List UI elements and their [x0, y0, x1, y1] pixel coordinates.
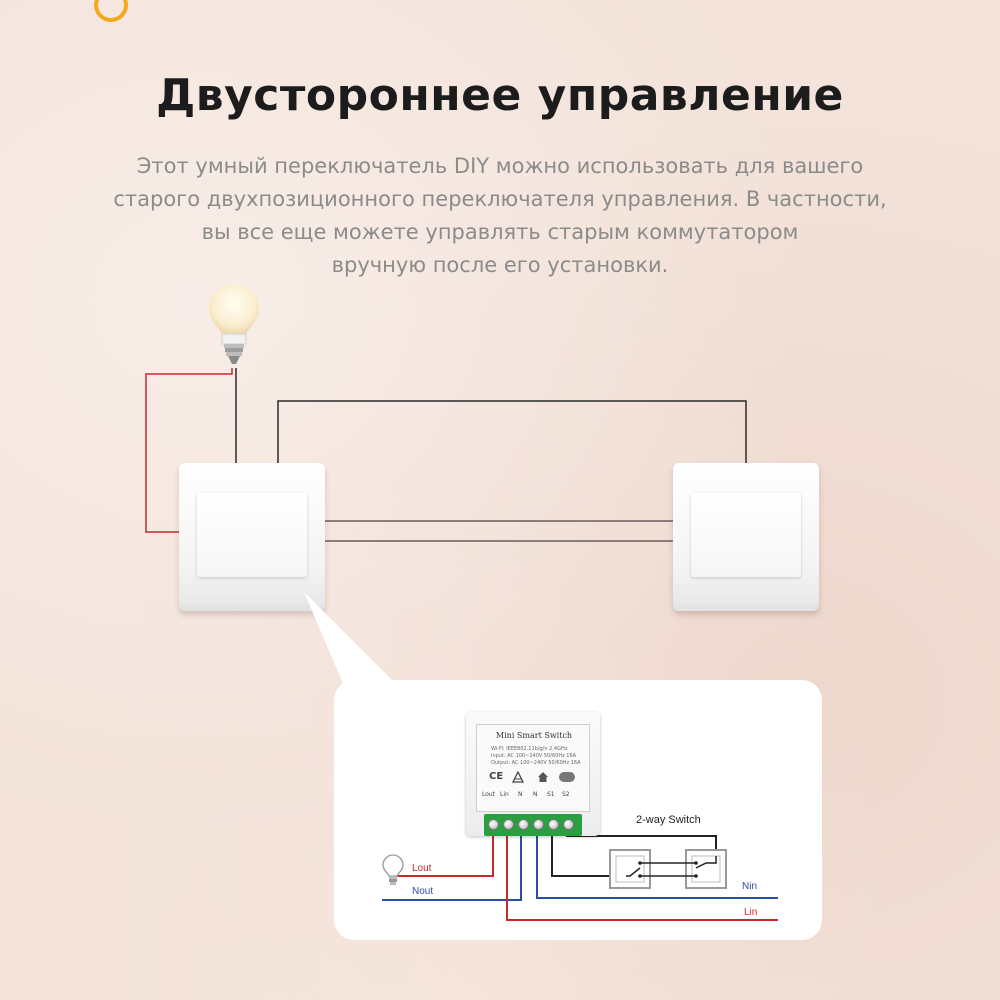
- s1-wire: [551, 824, 626, 877]
- wifi-badge-icon: [559, 772, 575, 782]
- certification-row: CE: [489, 771, 581, 785]
- lin-wire: [506, 824, 778, 921]
- terminal-screw: [518, 819, 529, 830]
- description-line: вручную после его установки.: [331, 253, 669, 277]
- wall-switch-right[interactable]: [673, 463, 819, 611]
- wall-switch-left[interactable]: [179, 463, 325, 611]
- terminal-screw: [533, 819, 544, 830]
- red-wire: [145, 368, 233, 533]
- black-wire-top: [277, 400, 747, 464]
- light-bulb-icon: [209, 284, 259, 364]
- module-spec: Output: AC 100~240V 50/60Hz 16A: [491, 760, 581, 766]
- terminal-label-n: N: [533, 791, 538, 798]
- switch-rocker-right[interactable]: [691, 493, 801, 577]
- module-spec: Input: AC 100~240V 50/60Hz 16A: [491, 753, 577, 759]
- wiring-diagram-callout: Mini Smart Switch Wi-Fi: IEEE802.11b/g/n…: [334, 680, 822, 940]
- terminal-screw: [503, 819, 514, 830]
- terminal-label-lout: Lout: [482, 791, 496, 798]
- switch-rocker-left[interactable]: [197, 493, 307, 577]
- nin-wire: [536, 824, 778, 899]
- page-title: Двустороннее управление: [156, 70, 844, 121]
- module-title: Mini Smart Switch: [495, 731, 573, 740]
- terminal-label-s1: S1: [547, 791, 555, 798]
- wiring-diagram: [382, 824, 778, 921]
- ce-mark-icon: CE: [489, 771, 504, 782]
- terminal-labels: Lout Lin N N S1 S2: [466, 791, 600, 801]
- nin-label: Nin: [742, 881, 758, 892]
- module-label: Mini Smart Switch Wi-Fi: IEEE802.11b/g/n…: [476, 724, 590, 812]
- terminal-screw: [563, 819, 574, 830]
- terminal-label-s2: S2: [562, 791, 570, 798]
- terminal-screw: [488, 819, 499, 830]
- description-line: старого двухпозиционного переключателя у…: [113, 187, 887, 211]
- nout-wire: [382, 824, 522, 901]
- mini-smart-switch-module: Mini Smart Switch Wi-Fi: IEEE802.11b/g/n…: [466, 712, 600, 836]
- description-line: вы все еще можете управлять старым комму…: [201, 220, 799, 244]
- terminal-label-lin: Lin: [500, 791, 509, 798]
- lin-label: Lin: [744, 907, 758, 918]
- logo-arc-icon: [94, 0, 128, 22]
- terminal-block: [484, 814, 582, 836]
- light-bulb-icon: [382, 854, 404, 885]
- terminal-label-n: N: [518, 791, 523, 798]
- description-line: Этот умный переключатель DIY можно испол…: [136, 154, 864, 178]
- module-spec: Wi-Fi: IEEE802.11b/g/n 2.4GHz: [491, 746, 568, 752]
- lout-label: Lout: [412, 863, 432, 874]
- rohs-icon: [511, 771, 525, 783]
- home-icon: [538, 772, 548, 782]
- two-way-switch-label: 2-way Switch: [636, 814, 701, 826]
- nout-label: Nout: [412, 886, 434, 897]
- terminal-screw: [548, 819, 559, 830]
- lout-wire: [394, 824, 494, 877]
- description: Этот умный переключатель DIY можно испол…: [60, 150, 940, 282]
